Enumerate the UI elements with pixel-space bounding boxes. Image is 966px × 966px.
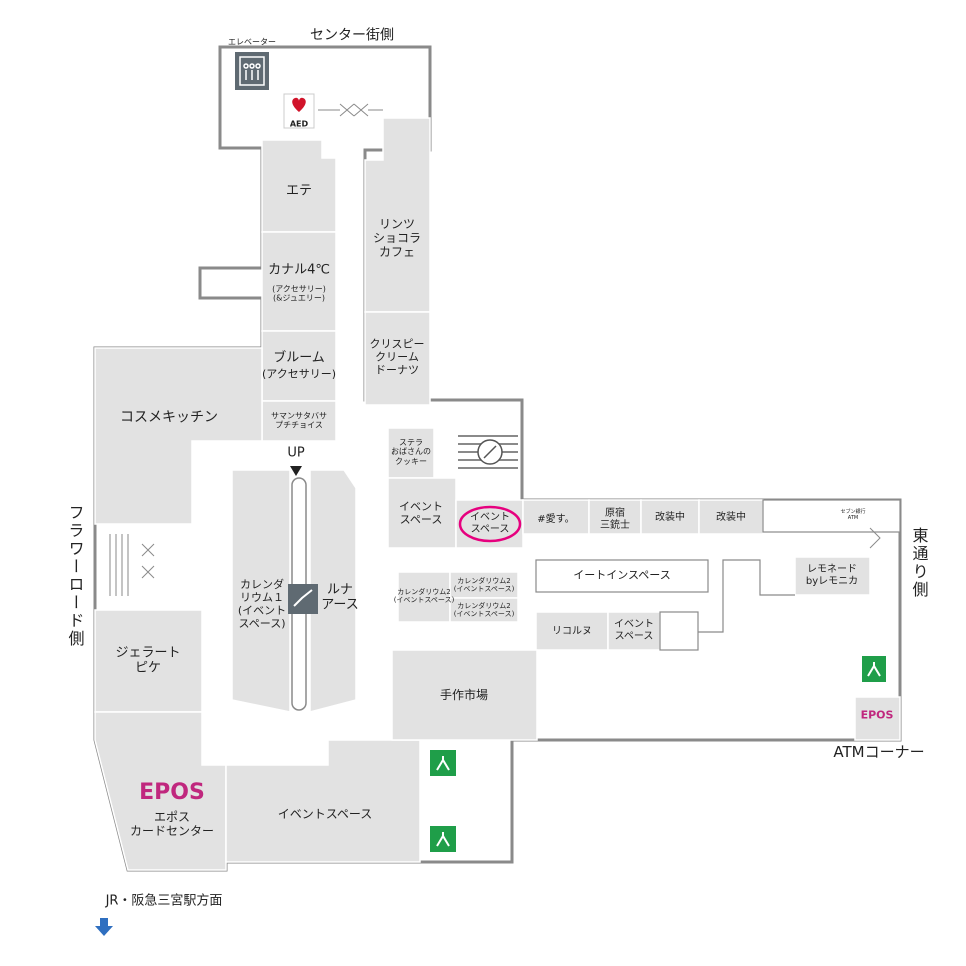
shop-calendar2c-label: カレンダリウム2 (イベントスペース) [453,601,515,618]
shop-event1 [387,477,457,549]
shop-calendar2a-label: カレンダリウム2 (イベントスペース) [393,587,455,604]
label-up: UP [287,445,305,461]
shop-cosme-label: コスメキッチン [120,409,218,426]
shop-cosme [94,347,263,525]
escalator-icon [288,584,318,614]
shop-samantha-label: サマンサタバサ プチチョイス [271,411,327,430]
shop-ai-label: #愛す。 [537,514,575,526]
eatin-area [535,559,709,593]
shop-kaiso1 [640,499,700,535]
shop-event3-label: イベント スペース [614,619,654,642]
shop-bloom-sub-label: (アクセサリー) [261,367,337,381]
shop-lemonade [794,556,871,596]
shop-recolle-label: リコルヌ [552,626,592,638]
shop-kaiso2-label: 改装中 [716,512,746,524]
shop-tezukuri-label: 手作市場 [439,687,489,702]
shop-krispy-label: クリスピー クリーム ドーナツ [369,337,425,377]
shop-epos-small [854,696,901,741]
down-arrow-icon [95,918,113,936]
door-icon [318,103,383,117]
shop-calendar2b-label: カレンダリウム2 (イベントスペース) [453,576,515,593]
left-door-icon [109,534,155,596]
shop-luna-label: ルナ アース [321,582,359,613]
exit-icon [430,656,886,852]
label-jr-hankyu: JR・阪急三宮駅方面 [105,893,223,909]
shop-stella-label: ステラ おばさんの クッキー [391,437,431,466]
shop-harajuku [588,499,642,535]
shop-event4-label: イベントスペース [277,806,373,821]
current-location-highlight [458,505,522,543]
shop-tezukuri [391,649,538,741]
shop-bloom [261,330,337,402]
shop-calendar1 [231,469,291,713]
shop-ai [522,499,590,535]
epos-logo: EPOS [139,780,205,806]
shop-event2-label: イベント スペース [470,512,510,535]
shop-gelato-label: ジェラート ピケ [115,645,181,676]
label-elevator: エレベーター [228,37,276,47]
label-higashi-dori: 東通り側 [909,527,929,599]
shop-samantha [261,400,337,442]
shop-luna [309,469,357,713]
shop-canal-label: カナル4℃ [268,262,330,278]
shop-lemonade-label: レモネード byレモニカ [805,564,859,587]
shop-canal [261,231,337,332]
shop-bloom-label: ブルーム [273,350,325,366]
shop-ete-label: エテ [285,183,313,199]
shop-krispy [364,311,431,406]
shop-calendar1-label: カレンダ リウム１ (イベント スペース) [237,578,287,630]
shop-lindt-label: リンツ ショコラ カフェ [372,216,422,260]
shop-seven-atm-label: セブン銀行 ATM [840,509,866,521]
shop-calendar2c [449,597,519,623]
shop-canal-sub-label: (アクセサリー) (&ジュエリー) [272,284,326,303]
label-aed: AED [289,119,309,129]
shop-kaiso1-label: 改装中 [655,512,685,524]
up-arrow [290,466,302,476]
label-atm-corner: ATMコーナー [833,743,925,762]
epos-small-logo: EPOS [860,708,894,722]
shop-calendar2b [449,571,519,599]
label-flower-road: フラワーロード側 [65,504,85,648]
shop-epos-card-label: エポス カードセンター [129,809,215,838]
label-center-gai: センター街側 [310,27,394,44]
shop-eatin-label: イートインスペース [573,568,671,582]
shop-harajuku-label: 原宿 三銃士 [600,508,630,531]
shop-event1-label: イベント スペース [399,500,443,526]
